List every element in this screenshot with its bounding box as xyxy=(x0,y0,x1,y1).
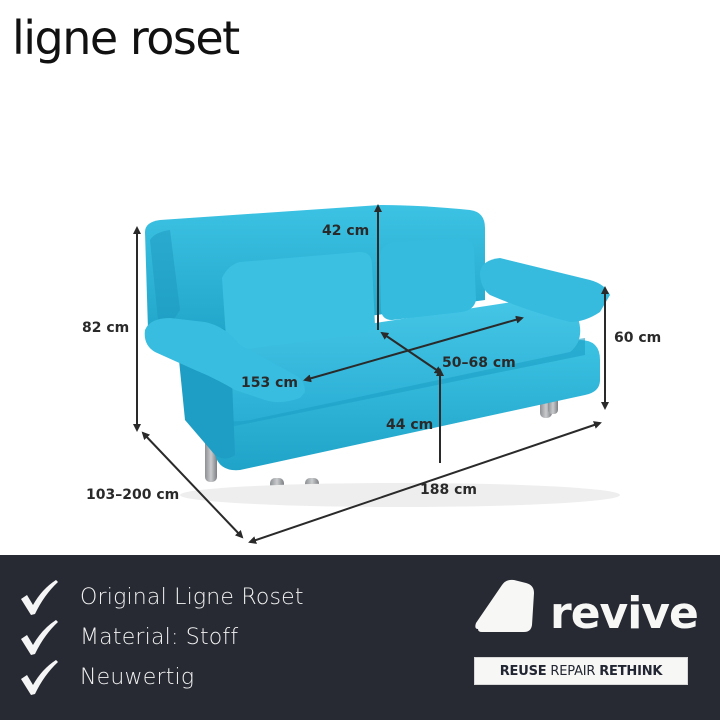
dimension-seat-height: 44 cm xyxy=(386,417,434,433)
tagline-rethink: RETHINK xyxy=(599,663,663,679)
feature-label: Material: Stoff xyxy=(80,624,239,650)
feature-label: Neuwertig xyxy=(80,664,195,690)
dimension-width: 188 cm xyxy=(420,482,477,498)
check-icon xyxy=(21,620,58,655)
dimension-armrest-height: 60 cm xyxy=(614,330,662,346)
tagline-reuse: REUSE xyxy=(499,663,547,679)
revive-tagline: REUSE REPAIR RETHINK xyxy=(474,657,688,685)
revive-wordmark: revive xyxy=(550,588,699,639)
dimension-total-height: 82 cm xyxy=(82,320,130,336)
dimension-back-height: 42 cm xyxy=(322,223,370,239)
feature-label: Original Ligne Roset xyxy=(80,584,304,610)
feature-item: Neuwertig xyxy=(18,657,304,697)
revive-mark-icon xyxy=(475,579,534,632)
check-icon xyxy=(21,660,58,695)
dimension-depth: 103–200 cm xyxy=(86,487,180,503)
check-icon xyxy=(21,580,58,615)
dimension-seat-depth: 50–68 cm xyxy=(442,355,516,371)
feature-item: Material: Stoff xyxy=(18,617,304,657)
info-panel: Original Ligne Roset Material: Stoff Neu… xyxy=(0,555,720,720)
feature-item: Original Ligne Roset xyxy=(18,577,304,617)
feature-list: Original Ligne Roset Material: Stoff Neu… xyxy=(18,577,304,697)
product-image: 82 cm 42 cm 153 cm 50–68 cm 60 cm 44 cm … xyxy=(0,80,720,555)
tagline-repair: REPAIR xyxy=(550,663,596,679)
ligne-roset-logo: ligne roset xyxy=(12,11,240,65)
sofa-illustration xyxy=(133,204,620,544)
dimension-seat-width: 153 cm xyxy=(241,375,298,391)
